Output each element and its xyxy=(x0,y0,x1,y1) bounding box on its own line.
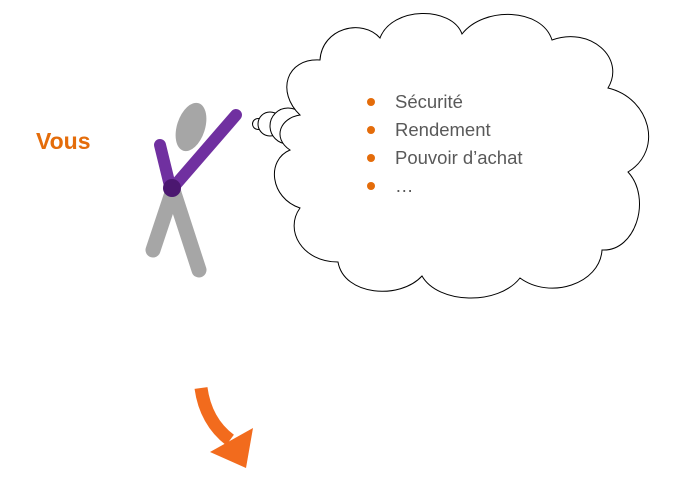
bullet-icon xyxy=(367,182,375,190)
thought-list: Sécurité Rendement Pouvoir d’achat … xyxy=(367,88,523,200)
thought-item-ellipsis: … xyxy=(367,172,523,200)
thought-item-label: … xyxy=(395,175,414,196)
thought-item-securite: Sécurité xyxy=(367,88,523,116)
bullet-icon xyxy=(367,154,375,162)
bullet-icon xyxy=(367,98,375,106)
curved-arrow-down-icon xyxy=(201,388,253,468)
thought-item-label: Pouvoir d’achat xyxy=(395,147,523,168)
thought-item-pouvoir-achat: Pouvoir d’achat xyxy=(367,144,523,172)
thought-item-label: Sécurité xyxy=(395,91,463,112)
thought-item-rendement: Rendement xyxy=(367,116,523,144)
stick-figure-icon xyxy=(153,99,236,270)
bullet-icon xyxy=(367,126,375,134)
thought-item-label: Rendement xyxy=(395,119,491,140)
